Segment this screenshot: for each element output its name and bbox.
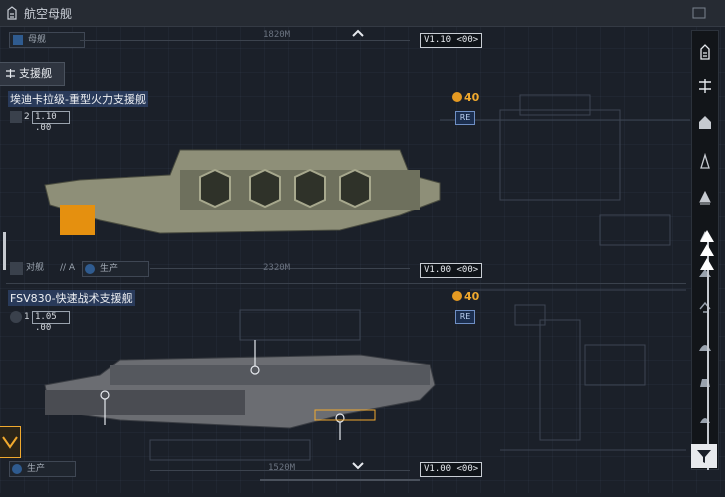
card-divider <box>6 283 686 284</box>
ship-class-sidebar <box>691 30 719 470</box>
carrier-icon <box>7 6 17 20</box>
coin-icon <box>452 92 462 102</box>
re-badge: RE <box>455 310 475 324</box>
ship-model-1 <box>44 149 441 235</box>
version-badge: V1.00 <00> <box>420 462 483 477</box>
level-value: 1.05 .00 <box>32 311 70 333</box>
scroll-indicator <box>3 232 6 270</box>
production-button[interactable]: 生产 <box>82 261 149 277</box>
sidebar-item-interceptor[interactable] <box>696 337 714 355</box>
level-value: 1.10 .00 <box>32 111 70 133</box>
ship-name: FSV830-快速战术支援舰 <box>8 290 135 306</box>
dimension-label: 1820M <box>263 30 291 40</box>
cruiser-icon <box>699 116 711 129</box>
ship-model-2 <box>44 340 436 440</box>
cost-label: 40 <box>452 91 479 104</box>
destroyer-icon <box>700 153 710 169</box>
role-icon <box>10 262 23 275</box>
sidebar-item-carrier[interactable] <box>696 43 714 61</box>
cost-label: 40 <box>452 290 479 303</box>
role-tag: 对舰 // A <box>10 262 80 275</box>
scroll-up-chevron-icon[interactable] <box>351 28 365 38</box>
carrier-tag-icon <box>13 35 23 45</box>
version-badge: V1.00 <00> <box>420 263 483 278</box>
dimension-label: 1520M <box>268 463 296 473</box>
sidebar-scrollbar[interactable] <box>707 240 709 470</box>
level-icon <box>10 111 22 123</box>
carrier-icon <box>700 44 710 60</box>
role-suffix: // A <box>60 263 76 273</box>
drone-icon <box>700 418 710 423</box>
ship-level: 2 1.10 .00 <box>10 111 70 133</box>
cost-value: 40 <box>464 91 480 104</box>
dimension-rule <box>80 40 410 41</box>
cost-value: 40 <box>464 290 480 303</box>
dimension-rule <box>150 268 410 269</box>
level-number: 2 <box>24 112 30 122</box>
filter-icon <box>697 450 711 463</box>
ship-level: 1 1.05 .00 <box>10 311 70 333</box>
coin-icon <box>452 291 462 301</box>
sidebar-item-destroyer[interactable] <box>696 153 714 171</box>
production-label: 生产 <box>27 464 46 474</box>
production-label: 生产 <box>100 264 119 274</box>
window-title-bar: 航空母舰 <box>0 0 725 27</box>
chevron-rank-icon <box>2 436 18 449</box>
horizontal-scrollbar[interactable] <box>260 479 420 481</box>
support-ship-icon <box>699 79 711 93</box>
sidebar-item-frigate[interactable] <box>696 189 714 207</box>
tab-label: 支援舰 <box>19 67 52 80</box>
version-badge: V1.10 <00> <box>420 33 483 48</box>
gunship-icon <box>700 379 710 387</box>
dimension-rule <box>150 470 410 471</box>
frigate-icon <box>699 190 711 205</box>
role-label: 对舰 <box>26 263 45 273</box>
re-badge: RE <box>455 111 475 125</box>
interceptor-icon <box>699 345 711 351</box>
production-icon <box>85 264 95 274</box>
sidebar-item-support[interactable] <box>696 77 714 95</box>
filter-button[interactable] <box>691 444 717 468</box>
sidebar-item-bomber[interactable] <box>696 299 714 317</box>
category-tag-carrier: 母舰 <box>9 32 85 48</box>
globe-icon <box>10 311 22 323</box>
menu-icon[interactable] <box>692 6 706 20</box>
sidebar-item-cruiser[interactable] <box>696 114 714 132</box>
support-ship-icon <box>6 69 15 78</box>
bomber-icon <box>699 301 711 313</box>
sidebar-item-misc[interactable] <box>696 409 714 427</box>
production-icon <box>12 464 22 474</box>
dimension-label: 2320M <box>263 263 291 273</box>
sidebar-item-gunship[interactable] <box>696 373 714 391</box>
rank-badge[interactable] <box>0 426 21 458</box>
category-tag-label: 母舰 <box>28 35 47 45</box>
scroll-down-chevron-icon[interactable] <box>351 460 365 470</box>
level-number: 1 <box>24 312 30 322</box>
window-title: 航空母舰 <box>24 7 73 21</box>
fighter-group-icon <box>700 230 714 270</box>
production-button[interactable]: 生产 <box>9 461 76 477</box>
tab-support-ship[interactable]: 支援舰 <box>0 62 65 86</box>
ship-name: 埃迪卡拉级-重型火力支援舰 <box>8 91 148 107</box>
